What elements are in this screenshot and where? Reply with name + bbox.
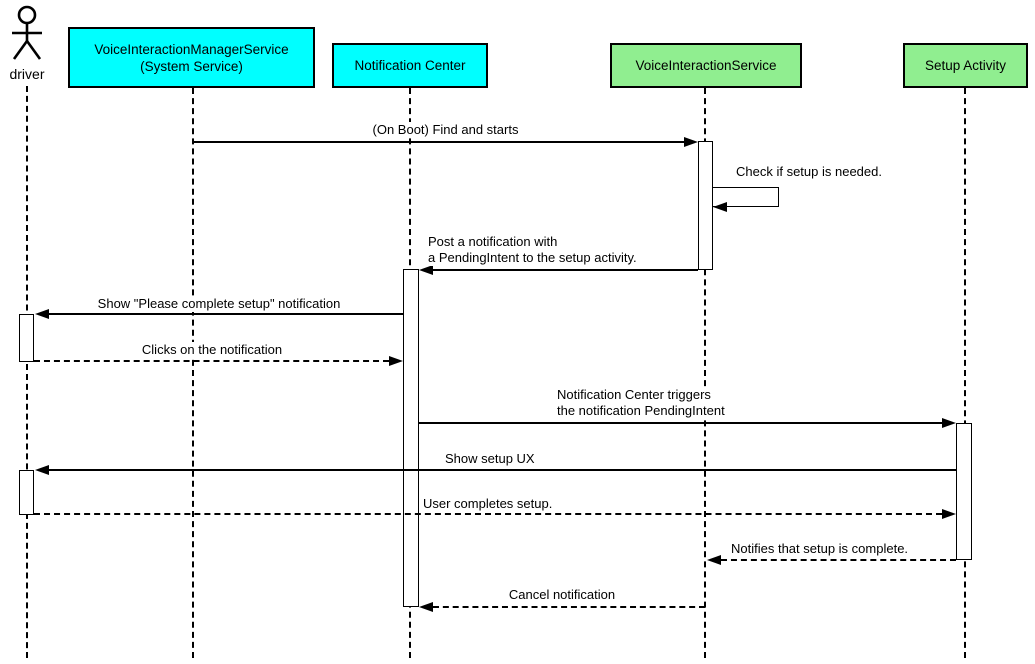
message-label-check-setup: Check if setup is needed. <box>733 164 885 180</box>
message-label-show-notification: Show "Please complete setup" notificatio… <box>35 296 403 312</box>
participant-box-setup-activity: Setup Activity <box>903 43 1028 88</box>
lifeline-voice-interaction-service <box>704 88 706 658</box>
message-line-show-setup-ux <box>49 469 956 471</box>
message-label-notifies-complete: Notifies that setup is complete. <box>728 541 912 557</box>
participant-box-voice-interaction-manager-service: VoiceInteractionManagerService (System S… <box>68 27 315 88</box>
arrowhead-icon <box>942 418 956 428</box>
activation-voice-interaction-service <box>698 141 713 270</box>
message-label-clicks-notification: Clicks on the notification <box>35 342 389 358</box>
lifeline-setup-activity <box>964 88 966 658</box>
participant-label: VoiceInteractionManagerService <box>94 41 289 57</box>
arrowhead-icon <box>942 509 956 519</box>
arrowhead-icon <box>713 202 727 212</box>
message-line-triggers-pendingintent <box>419 422 942 424</box>
message-line-post-notification <box>433 269 698 271</box>
actor-label: driver <box>9 66 45 82</box>
message-line-clicks-notification <box>34 360 389 362</box>
participant-box-notification-center: Notification Center <box>332 43 488 88</box>
activation-notification-center <box>403 269 419 607</box>
arrowhead-icon <box>684 137 698 147</box>
participant-label: VoiceInteractionService <box>635 58 777 73</box>
message-line-on-boot <box>193 141 685 143</box>
participant-label: (System Service) <box>140 58 243 74</box>
message-line-user-completes-setup <box>34 513 942 515</box>
activation-driver-1 <box>19 314 34 362</box>
message-label-show-setup-ux: Show setup UX <box>442 451 538 467</box>
self-message-check-setup <box>713 187 779 207</box>
message-label-cancel-notification: Cancel notification <box>419 587 705 603</box>
arrowhead-icon <box>35 309 49 319</box>
message-label-triggers-pendingintent: Notification Center triggers the notific… <box>554 387 728 419</box>
arrowhead-icon <box>389 356 403 366</box>
arrowhead-icon <box>35 465 49 475</box>
arrowhead-icon <box>419 265 433 275</box>
message-line-show-notification <box>49 313 403 315</box>
message-line-notifies-complete <box>721 559 956 561</box>
message-label-on-boot: (On Boot) Find and starts <box>193 122 698 138</box>
activation-setup-activity <box>956 423 972 560</box>
lifeline-driver <box>26 86 28 658</box>
arrowhead-icon <box>707 555 721 565</box>
message-line-cancel-notification <box>433 606 705 608</box>
participant-label: Notification Center <box>354 58 466 73</box>
stick-figure-icon <box>12 5 42 60</box>
participant-box-voice-interaction-service: VoiceInteractionService <box>610 43 802 88</box>
arrowhead-icon <box>419 602 433 612</box>
message-label-user-completes-setup: User completes setup. <box>420 496 556 512</box>
message-label-post-notification: Post a notification with a PendingIntent… <box>425 234 640 266</box>
activation-driver-2 <box>19 470 34 515</box>
participant-label: Setup Activity <box>924 58 1007 73</box>
lifeline-voice-interaction-manager-service <box>192 88 194 658</box>
